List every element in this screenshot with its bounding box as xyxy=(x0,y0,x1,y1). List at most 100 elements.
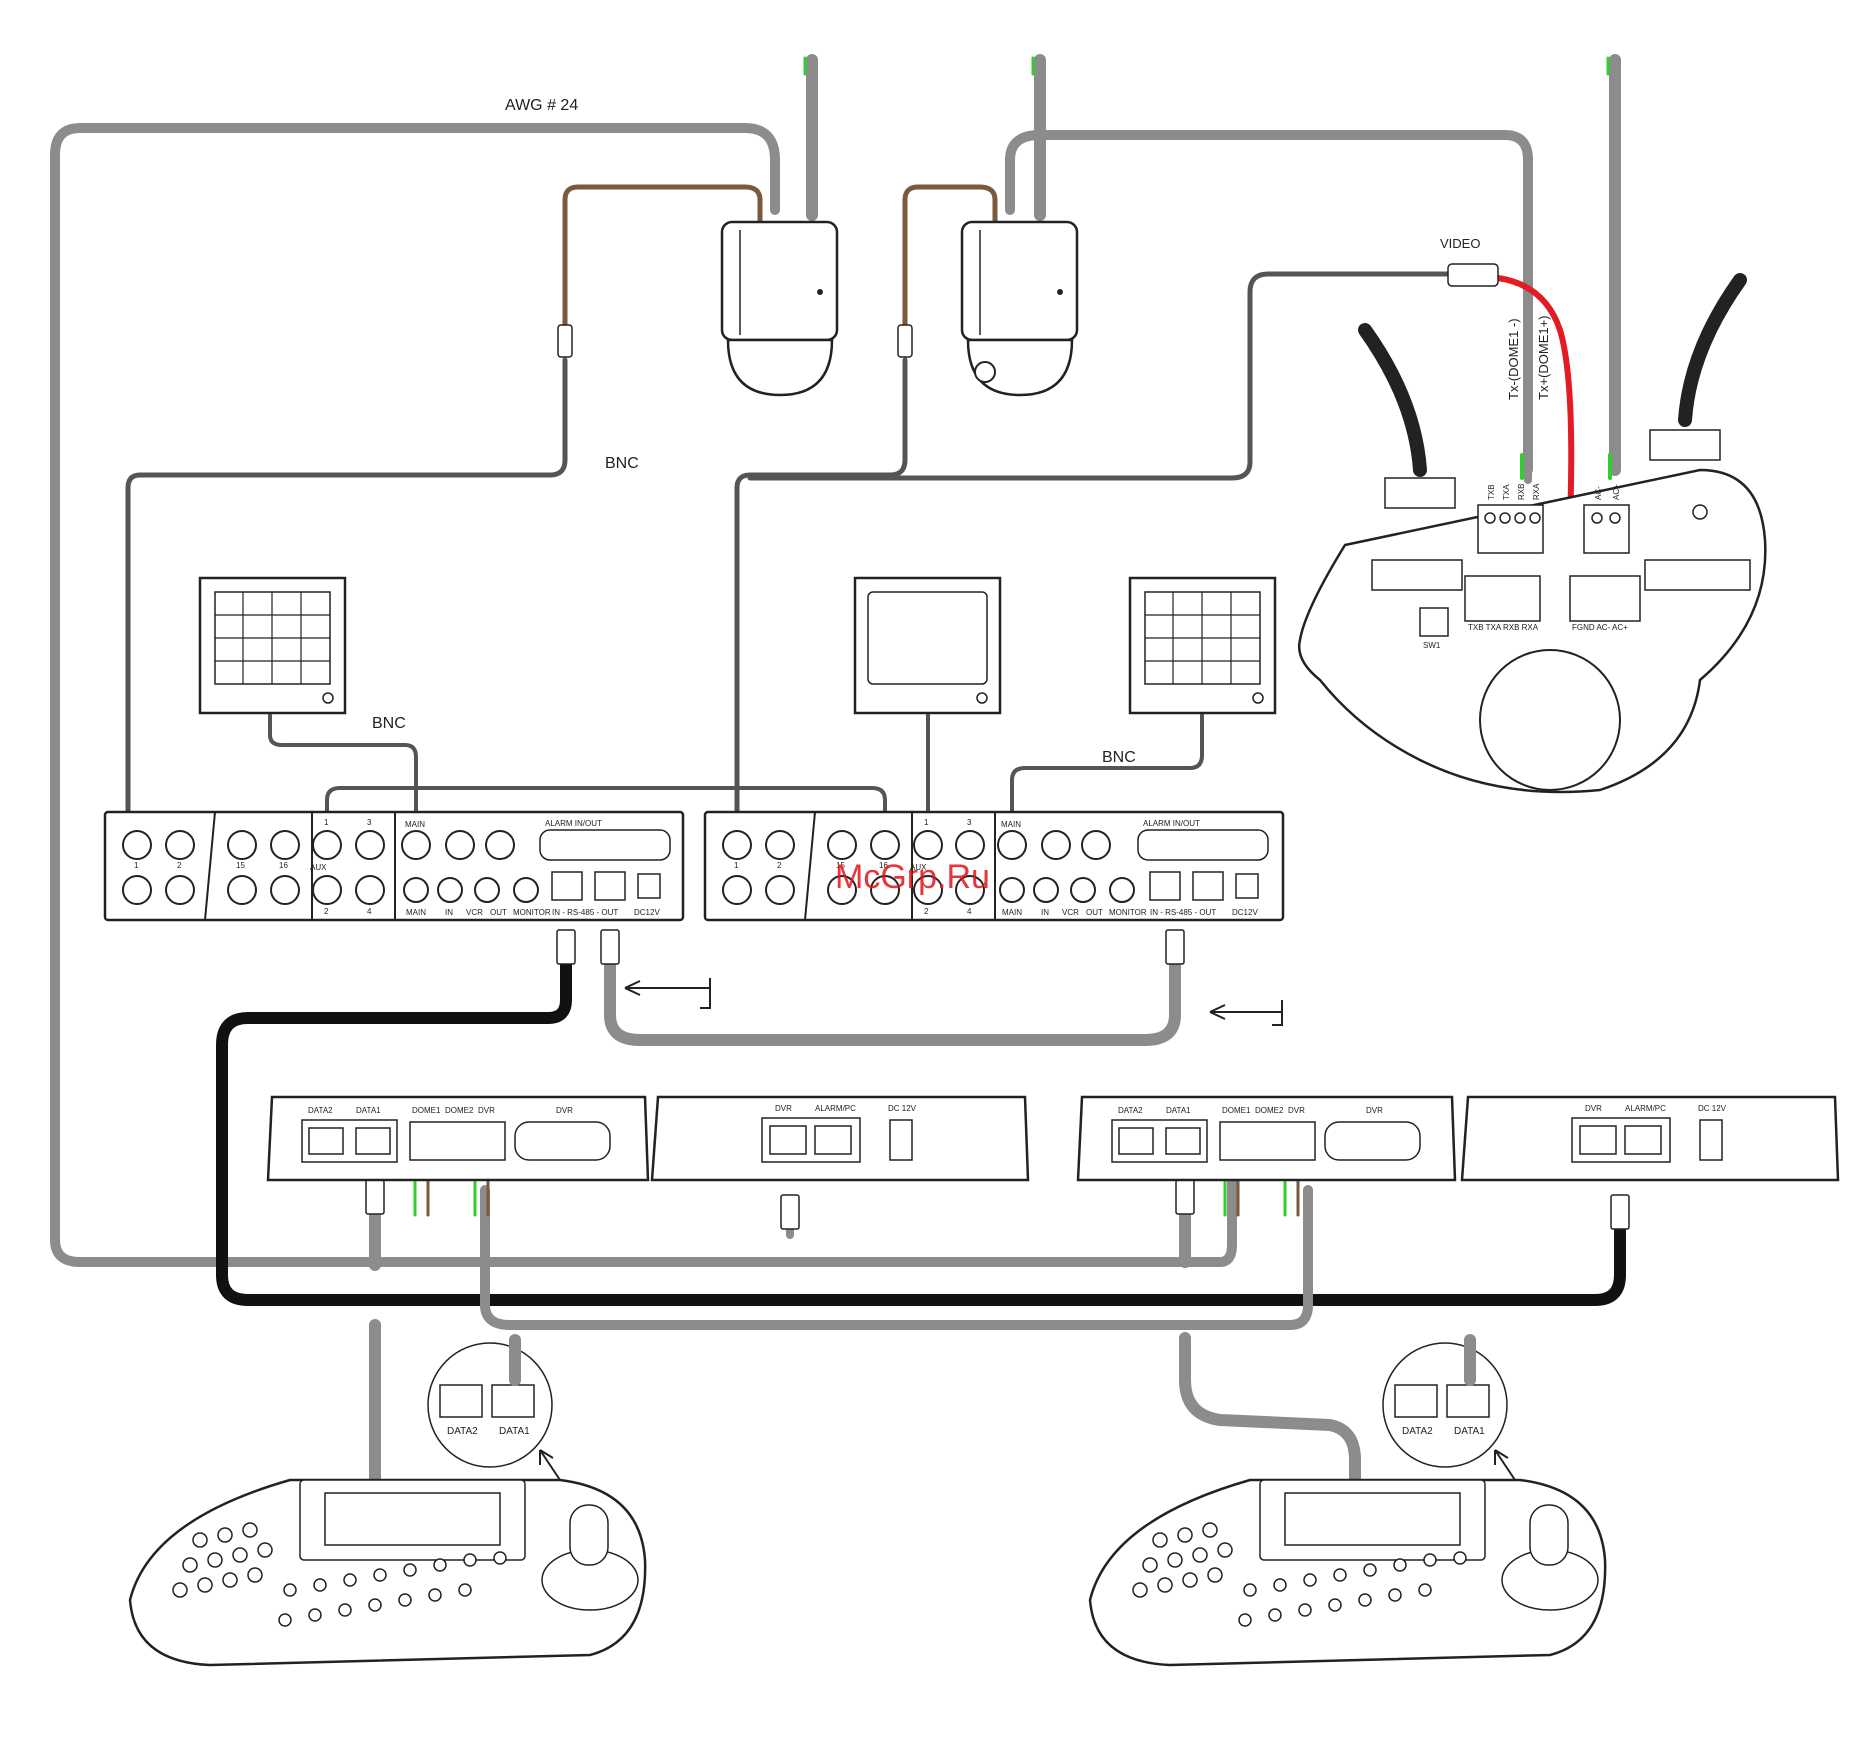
text-labels: AWG # 24 BNC BNC BNC VIDEO Tx-(DOME1 -) … xyxy=(134,97,1727,1437)
board-row1: TXB TXA RXB RXA xyxy=(1468,623,1539,632)
connectors xyxy=(365,263,1630,1230)
callout2-data1: DATA1 xyxy=(1454,1426,1485,1437)
bnc-cable-board xyxy=(747,271,1451,481)
dvr2-aux4: 4 xyxy=(967,907,972,916)
dvr1-aux3: 3 xyxy=(367,818,372,827)
dvr1-main-s: MAIN xyxy=(406,908,426,917)
keyboard-controller-1 xyxy=(128,1478,647,1667)
dvr2-rj45-in xyxy=(1149,871,1181,901)
awg-cable-left xyxy=(50,123,1237,1267)
dvr2-rs485: IN - RS-485 - OUT xyxy=(1150,908,1216,917)
term-rxa: RXA xyxy=(1532,483,1541,500)
dvr1-rs485: IN - RS-485 - OUT xyxy=(552,908,618,917)
dvr1-aux1: 1 xyxy=(324,818,329,827)
bnc-label-right: BNC xyxy=(1102,749,1136,766)
bnc-cable-dome2 xyxy=(734,357,908,838)
harness-cable-right xyxy=(1678,273,1747,427)
dvr1-ch16: 16 xyxy=(279,861,288,870)
monitor-quad-left xyxy=(198,576,347,715)
dvr1-rj45-out xyxy=(594,871,626,901)
keyboard2-cable xyxy=(1179,1332,1361,1506)
jb2-dvr-term: DVR xyxy=(1288,1106,1305,1115)
monitor3-link xyxy=(1010,713,1204,837)
dvr-loop-cable xyxy=(325,786,887,832)
dvr1-aux4: 4 xyxy=(367,907,372,916)
video-label: VIDEO xyxy=(1440,236,1480,251)
junction-box-1 xyxy=(266,1095,650,1182)
monitor1-link xyxy=(268,713,418,832)
junction-box-2 xyxy=(1076,1095,1457,1182)
dvr-panel-2 xyxy=(703,810,1285,922)
watermark: McGrp.Ru xyxy=(835,858,990,896)
board-wire-harness-left xyxy=(1384,477,1456,509)
dvr2-ch1: 1 xyxy=(734,861,739,870)
jb2-data2: DATA2 xyxy=(1118,1106,1143,1115)
dvr2-in: IN xyxy=(1041,908,1049,917)
dvr1-alarm: ALARM IN/OUT xyxy=(545,819,602,828)
callout2-data2: DATA2 xyxy=(1402,1426,1433,1437)
rs485-gray-cable xyxy=(604,949,1181,1046)
cables xyxy=(50,54,1626,1506)
bnc-plug-2 xyxy=(897,324,913,358)
jb2-data1: DATA1 xyxy=(1166,1106,1191,1115)
keyboard-controller-2 xyxy=(1088,1478,1607,1667)
dvr1-rj45-in xyxy=(551,871,583,901)
dvr2-ch2: 2 xyxy=(777,861,782,870)
arrows xyxy=(624,978,1283,1026)
dvr2-aux2: 2 xyxy=(924,907,929,916)
keyboard-callout-1 xyxy=(427,1334,561,1481)
pb1-dvr: DVR xyxy=(775,1104,792,1113)
dvr1-vcr: VCR xyxy=(466,908,483,917)
term-rxb: RXB xyxy=(1517,484,1526,500)
rs485-black-cable xyxy=(216,954,1626,1306)
dvr2-ch15: 15 xyxy=(836,861,845,870)
jb2-dvr-port: DVR xyxy=(1366,1106,1383,1115)
tx-plus-label: Tx+(DOME1+) xyxy=(1536,315,1551,400)
pb2-dvr: DVR xyxy=(1585,1104,1602,1113)
dvr1-aux2: 2 xyxy=(324,907,329,916)
rj45-plug-7 xyxy=(1610,1194,1630,1230)
dvr1-main: MAIN xyxy=(405,820,425,829)
dvr2-main-s: MAIN xyxy=(1002,908,1022,917)
jb1-dome2: DOME2 xyxy=(445,1106,474,1115)
callout1-data1: DATA1 xyxy=(499,1426,530,1437)
arrow-dvr2 xyxy=(1209,1000,1283,1026)
dome-camera-2 xyxy=(960,220,1079,397)
dvr2-aux: AUX xyxy=(910,863,927,872)
junction-loop-cable xyxy=(480,1185,1313,1330)
bnc-plug-1 xyxy=(557,324,573,358)
pb2-alarm: ALARM/PC xyxy=(1625,1104,1666,1113)
bnc-cable-dome1 xyxy=(125,357,568,838)
term-txa: TXA xyxy=(1502,484,1511,500)
pb1-dc: DC 12V xyxy=(888,1104,917,1113)
tx-minus-label: Tx-(DOME1 -) xyxy=(1506,318,1521,400)
term-block-ac xyxy=(1583,504,1630,554)
jb1-dome1: DOME1 xyxy=(412,1106,441,1115)
board-row2: FGND AC- AC+ xyxy=(1572,623,1628,632)
dome2-video-pigtail xyxy=(902,184,998,333)
rj45-plug-4 xyxy=(365,1179,385,1215)
monitor-single xyxy=(853,576,1002,715)
jb1-dvr-term: DVR xyxy=(478,1106,495,1115)
awg-label: AWG # 24 xyxy=(505,97,578,114)
dvr2-rj45-out xyxy=(1192,871,1224,901)
dvr1-ch2: 2 xyxy=(177,861,182,870)
term-block-tx xyxy=(1477,504,1544,554)
rj45-plug-2 xyxy=(600,929,620,965)
dvr2-aux3: 3 xyxy=(967,818,972,827)
bnc-label-top: BNC xyxy=(605,455,639,472)
dome1-video-pigtail xyxy=(562,184,763,333)
power-box-1 xyxy=(650,1095,1030,1182)
dvr2-main: MAIN xyxy=(1001,820,1021,829)
dvr2-out: OUT xyxy=(1086,908,1103,917)
rj45-plug-3 xyxy=(1165,929,1185,965)
pb1-alarm: ALARM/PC xyxy=(815,1104,856,1113)
video-plug xyxy=(1447,263,1499,287)
monitor-quad-right xyxy=(1128,576,1277,715)
dome-board xyxy=(1297,273,1767,794)
keyboard-callout-2 xyxy=(1382,1334,1516,1481)
term-ac-minus: AC- xyxy=(1594,486,1603,500)
pb2-dc: DC 12V xyxy=(1698,1104,1727,1113)
callout1-data2: DATA2 xyxy=(447,1426,478,1437)
